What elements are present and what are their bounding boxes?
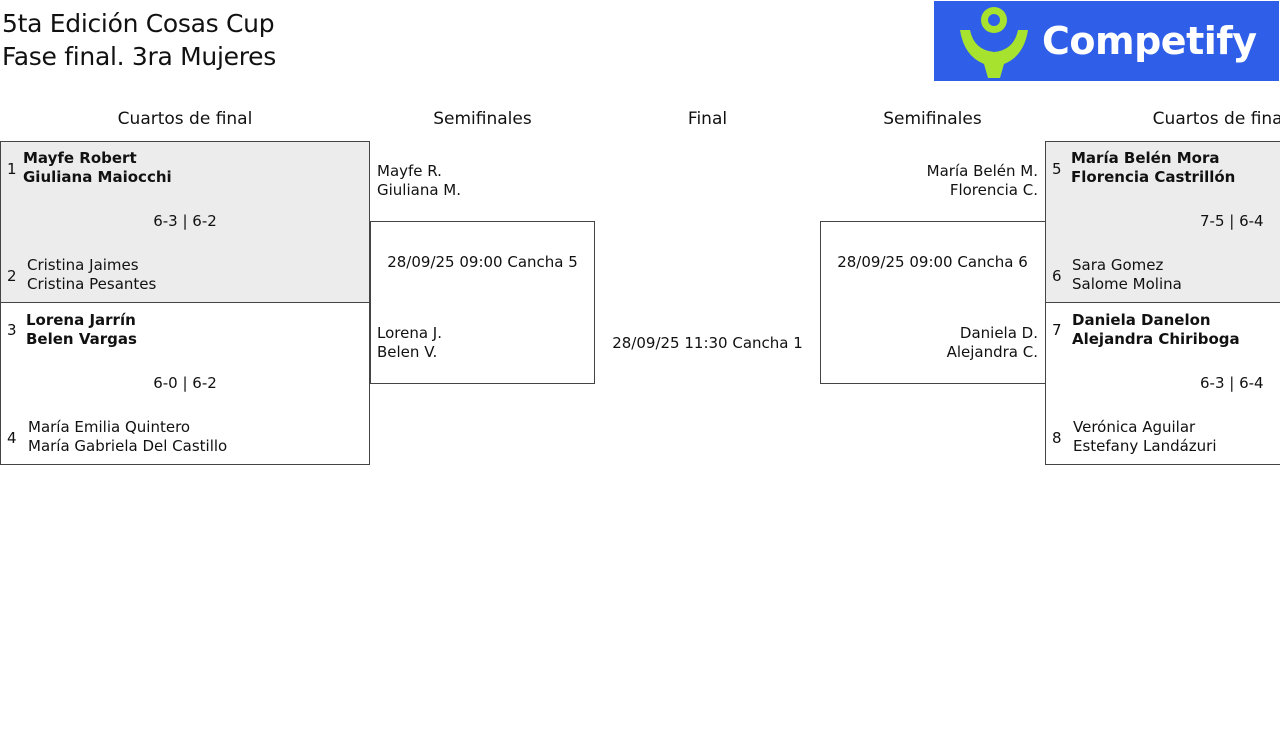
team-winner: Daniela Danelon Alejandra Chiriboga [1072, 311, 1240, 349]
team-loser: María Emilia Quintero María Gabriela Del… [28, 418, 227, 456]
seed-number: 6 [1052, 267, 1062, 285]
seed-number: 5 [1052, 160, 1062, 178]
match-card-qf2[interactable] [0, 302, 370, 465]
column-header-sf-left: Semifinales [433, 109, 532, 129]
column-header-qf-right: Cuartos de final [1152, 109, 1280, 129]
match-score: 6-3 | 6-4 [1200, 374, 1264, 392]
player-name: Giuliana M. [377, 181, 462, 199]
seed-number: 8 [1052, 429, 1062, 447]
player-name: Estefany Landázuri [1073, 437, 1217, 455]
player-name: Alejandra Chiriboga [1072, 330, 1240, 348]
seed-number: 1 [7, 160, 17, 178]
team-loser: Verónica Aguilar Estefany Landázuri [1073, 418, 1217, 456]
player-name: Daniela Danelon [1072, 311, 1211, 329]
player-name: Cristina Pesantes [27, 275, 157, 293]
sf-right-bottom-team: Daniela D. Alejandra C. [820, 324, 1038, 362]
match-score: 7-5 | 6-4 [1200, 212, 1264, 230]
player-name: María Emilia Quintero [28, 418, 191, 436]
sf-left-top-team: Mayfe R. Giuliana M. [377, 162, 461, 200]
team-winner: Mayfe Robert Giuliana Maiocchi [23, 149, 172, 187]
match-schedule: 28/09/25 09:00 Cancha 6 [837, 253, 1028, 271]
final-schedule: 28/09/25 11:30 Cancha 1 [612, 334, 803, 352]
match-card-sf-left[interactable] [370, 221, 595, 384]
column-header-qf-left: Cuartos de final [117, 109, 253, 129]
player-name: Florencia C. [949, 181, 1038, 199]
logo-text: Competify [1042, 19, 1257, 63]
match-card-qf1[interactable] [0, 141, 370, 303]
player-name: Belen V. [377, 343, 438, 361]
sf-right-top-team: María Belén M. Florencia C. [820, 162, 1038, 200]
match-card-qf4[interactable] [1045, 302, 1280, 465]
player-name: Florencia Castrillón [1071, 168, 1236, 186]
seed-number: 7 [1052, 321, 1062, 339]
player-name: Cristina Jaimes [27, 256, 139, 274]
column-header-final: Final [687, 109, 728, 129]
player-name: Belen Vargas [26, 330, 137, 348]
competify-logo: Competify [934, 1, 1279, 81]
player-name: María Gabriela Del Castillo [28, 437, 228, 455]
player-name: Alejandra C. [946, 343, 1038, 361]
team-loser: Cristina Jaimes Cristina Pesantes [27, 256, 156, 294]
player-name: Sara Gomez [1072, 256, 1164, 274]
player-name: Mayfe Robert [23, 149, 137, 167]
player-name: Daniela D. [959, 324, 1038, 342]
page-title: 5ta Edición Cosas Cup [2, 9, 275, 38]
player-name: Giuliana Maiocchi [23, 168, 172, 186]
player-name: María Belén M. [926, 162, 1038, 180]
match-score: 6-3 | 6-2 [153, 212, 217, 230]
person-figure-icon [960, 7, 1028, 78]
player-name: María Belén Mora [1071, 149, 1220, 167]
seed-number: 4 [7, 429, 17, 447]
player-name: Mayfe R. [377, 162, 442, 180]
team-loser: Sara Gomez Salome Molina [1072, 256, 1182, 294]
team-winner: María Belén Mora Florencia Castrillón [1071, 149, 1235, 187]
seed-number: 2 [7, 267, 17, 285]
team-winner: Lorena Jarrín Belen Vargas [26, 311, 137, 349]
match-schedule: 28/09/25 09:00 Cancha 5 [387, 253, 578, 271]
player-name: Salome Molina [1072, 275, 1182, 293]
column-header-sf-right: Semifinales [883, 109, 982, 129]
sf-left-bottom-team: Lorena J. Belen V. [377, 324, 442, 362]
page-subtitle: Fase final. 3ra Mujeres [2, 42, 276, 71]
player-name: Lorena Jarrín [26, 311, 136, 329]
match-score: 6-0 | 6-2 [153, 374, 217, 392]
seed-number: 3 [7, 321, 17, 339]
player-name: Verónica Aguilar [1073, 418, 1196, 436]
player-name: Lorena J. [377, 324, 442, 342]
